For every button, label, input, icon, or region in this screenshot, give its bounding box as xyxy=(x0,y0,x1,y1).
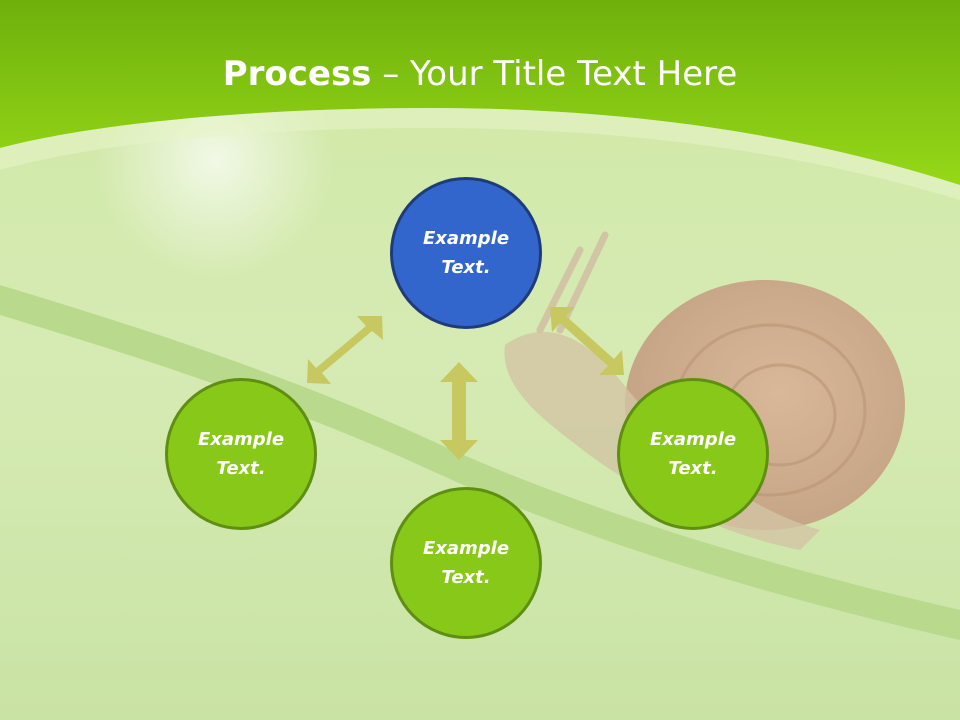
node-right-line1: Example xyxy=(649,429,737,450)
node-right-line2: Text. xyxy=(668,458,718,479)
node-right: Example Text. xyxy=(617,378,769,530)
node-bottom-line1: Example xyxy=(422,538,510,559)
node-left-line2: Text. xyxy=(216,458,266,479)
title-bold: Process xyxy=(222,54,372,94)
double-arrow-topright xyxy=(550,307,624,375)
node-top-line2: Text. xyxy=(441,257,491,278)
double-arrow-vertical xyxy=(440,362,478,460)
node-bottom-line2: Text. xyxy=(441,567,491,588)
double-arrow-topleft xyxy=(307,316,383,384)
stem-shape xyxy=(0,285,960,640)
node-left-line1: Example xyxy=(197,429,285,450)
node-top: Example Text. xyxy=(390,177,542,329)
header-band xyxy=(0,0,960,185)
node-top-line1: Example xyxy=(422,228,510,249)
node-bottom: Example Text. xyxy=(390,487,542,639)
title-rest: – Your Title Text Here xyxy=(371,54,738,94)
node-left: Example Text. xyxy=(165,378,317,530)
slide-title: Process – Your Title Text Here xyxy=(0,52,960,96)
